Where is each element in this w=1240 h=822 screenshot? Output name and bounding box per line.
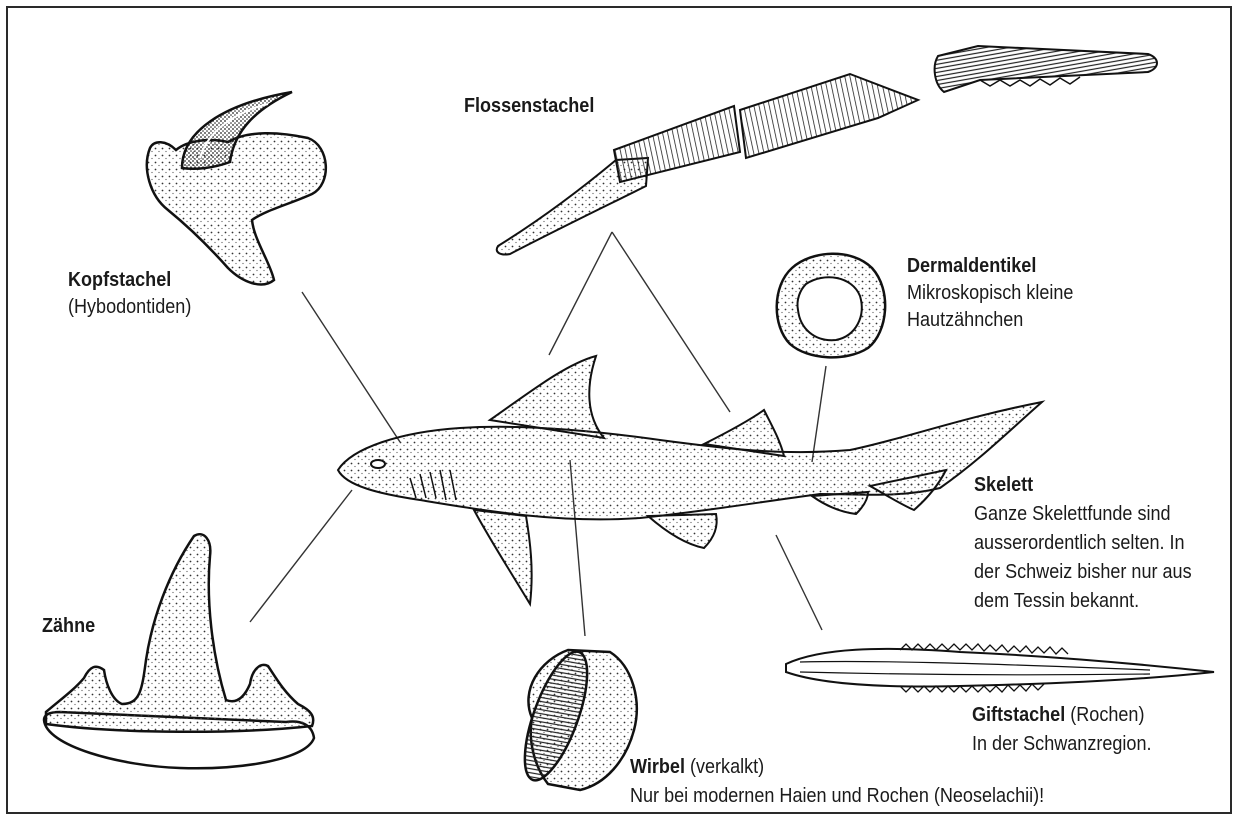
label-skelett-line3: der Schweiz bisher nur aus: [974, 557, 1192, 586]
label-wirbel-title: Wirbel: [630, 755, 685, 778]
label-dermaldentikel: Dermaldentikel Mikroskopisch kleine Haut…: [907, 252, 1073, 333]
label-dermaldentikel-line1: Mikroskopisch kleine: [907, 279, 1073, 306]
label-flossenstachel: Flossenstachel: [464, 92, 594, 119]
leader-dermaldentikel: [812, 366, 826, 462]
label-wirbel-line1: Nur bei modernen Haien und Rochen (Neose…: [630, 781, 1044, 810]
label-kopfstachel-subtitle: (Hybodontiden): [68, 293, 191, 320]
leader-flossenstachel-left: [549, 232, 612, 355]
shark-drawing: [338, 356, 1042, 604]
label-skelett-line2: ausserordentlich selten. In: [974, 528, 1192, 557]
label-skelett: Skelett Ganze Skelettfunde sind ausseror…: [974, 470, 1192, 615]
label-zaehne: Zähne: [42, 612, 95, 639]
leader-zaehne: [250, 490, 352, 622]
leader-kopfstachel: [302, 292, 400, 442]
sting-drawing: [786, 644, 1214, 692]
label-giftstachel: Giftstachel (Rochen) In der Schwanzregio…: [972, 700, 1152, 758]
label-giftstachel-suffix: (Rochen): [1065, 703, 1144, 726]
dermal-denticle-drawing: [777, 254, 885, 358]
head-spine-drawing: [147, 92, 326, 284]
label-dermaldentikel-title: Dermaldentikel: [907, 252, 1073, 279]
label-kopfstachel: Kopfstachel (Hybodontiden): [68, 266, 191, 320]
label-flossenstachel-title: Flossenstachel: [464, 94, 594, 117]
leader-flossenstachel-right: [612, 232, 730, 412]
label-skelett-line1: Ganze Skelettfunde sind: [974, 499, 1192, 528]
label-skelett-title: Skelett: [974, 470, 1192, 499]
tooth-drawing: [44, 534, 314, 768]
label-giftstachel-title: Giftstachel: [972, 703, 1065, 726]
label-zaehne-title: Zähne: [42, 614, 95, 637]
label-wirbel: Wirbel (verkalkt) Nur bei modernen Haien…: [630, 752, 1044, 810]
fin-spine-drawing: [497, 46, 1157, 255]
label-wirbel-suffix: (verkalkt): [685, 755, 764, 778]
leader-skelett: [776, 535, 822, 630]
vertebra-drawing: [512, 645, 637, 790]
label-kopfstachel-title: Kopfstachel: [68, 266, 191, 293]
label-dermaldentikel-line2: Hautzähnchen: [907, 306, 1073, 333]
label-skelett-line4: dem Tessin bekannt.: [974, 586, 1192, 615]
